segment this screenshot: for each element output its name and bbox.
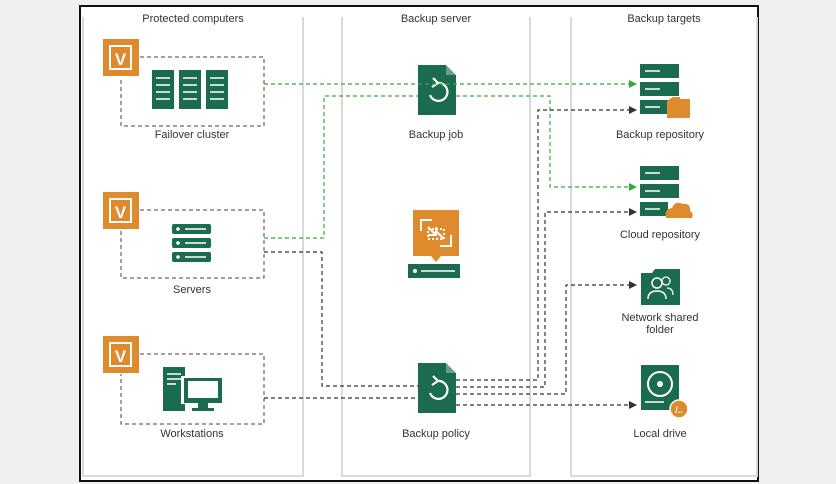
group-boxes [120,56,265,425]
server-rack-icon [172,224,211,262]
cloud-repository-label: Cloud repository [619,229,701,241]
server-cluster-icon [152,70,228,109]
cloud-repository-icon [640,166,693,218]
svg-text:/..: /.. [675,405,683,415]
local-drive-label: Local drive [633,428,687,440]
failover-cluster-label: Failover cluster [154,129,230,141]
servers-label: Servers [173,284,211,296]
backup-server-icon [408,210,460,278]
workstations-group-box [120,353,265,425]
servers-group-box [120,209,265,279]
connector-policy-to-repository [456,106,637,381]
connector-policy-to-share [456,281,637,395]
backup-repository-label: Backup repository [615,129,705,141]
column-title-server: Backup server [394,13,478,25]
network-folder-icon [641,269,680,305]
connector-policy-to-cloud [456,208,637,388]
column-backup-targets: Backup targets [570,13,758,477]
veeam-agent-icon: V [103,39,139,76]
backup-repository-icon [640,64,690,118]
column-protected-computers: Protected computers [82,13,304,477]
network-shared-folder-label-line2: folder [646,324,674,336]
backup-policy-label: Backup policy [402,428,470,440]
svg-text:V: V [115,347,127,366]
network-shared-folder-label-line1: Network shared [621,312,699,324]
workstations-label: Workstations [160,428,224,440]
veeam-agent-icon: V [103,192,139,229]
column-backup-server: Backup server [341,13,531,477]
column-title-protected: Protected computers [136,13,250,25]
local-drive-icon: /.. [641,365,689,419]
svg-text:V: V [115,50,127,69]
connector-servers-to-job [264,95,418,239]
connector-servers-to-policy [264,251,418,387]
workstation-icon [163,367,223,411]
column-title-targets: Backup targets [621,13,707,25]
backup-policy-icon [418,363,456,413]
svg-text:V: V [115,203,127,222]
backup-job-label: Backup job [408,129,464,141]
veeam-agent-icon: V [103,336,139,373]
connectors [264,80,637,409]
connector-job-to-cloud [456,95,637,191]
failover-group-box [120,56,265,127]
backup-job-icon [418,65,456,115]
